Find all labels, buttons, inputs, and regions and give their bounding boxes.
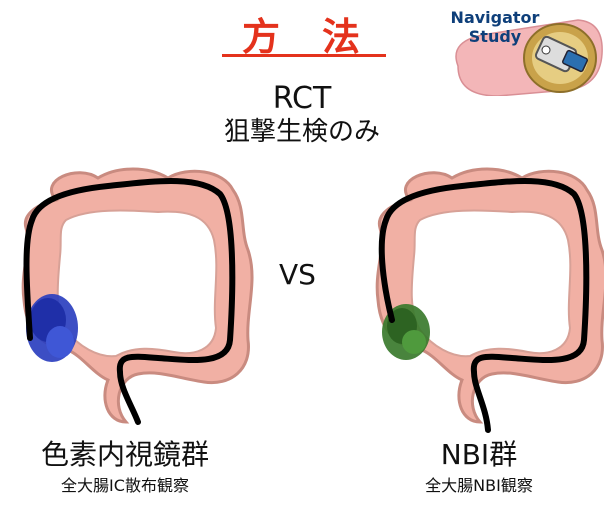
colon-lumen xyxy=(58,210,217,356)
badge-line1: Navigator xyxy=(440,8,550,27)
title-underline xyxy=(222,54,386,57)
group-label-left: 色素内視鏡群 xyxy=(0,438,250,472)
group-label-right: NBI群 xyxy=(354,438,604,472)
badge-line2: Study xyxy=(440,27,550,46)
colon-illustration-right xyxy=(362,160,604,440)
dye-stain-region xyxy=(26,294,78,362)
group-detail-right: 全大腸NBI観察 xyxy=(354,476,604,496)
colon-lumen xyxy=(412,210,571,356)
study-design-subtitle: 狙撃生検のみ xyxy=(0,117,604,147)
colon-illustration-left xyxy=(8,160,268,440)
group-detail-left: 全大腸IC散布観察 xyxy=(0,476,250,496)
badge-label: Navigator Study xyxy=(440,8,550,46)
versus-label: VS xyxy=(279,258,316,291)
study-design: RCT xyxy=(0,82,604,116)
